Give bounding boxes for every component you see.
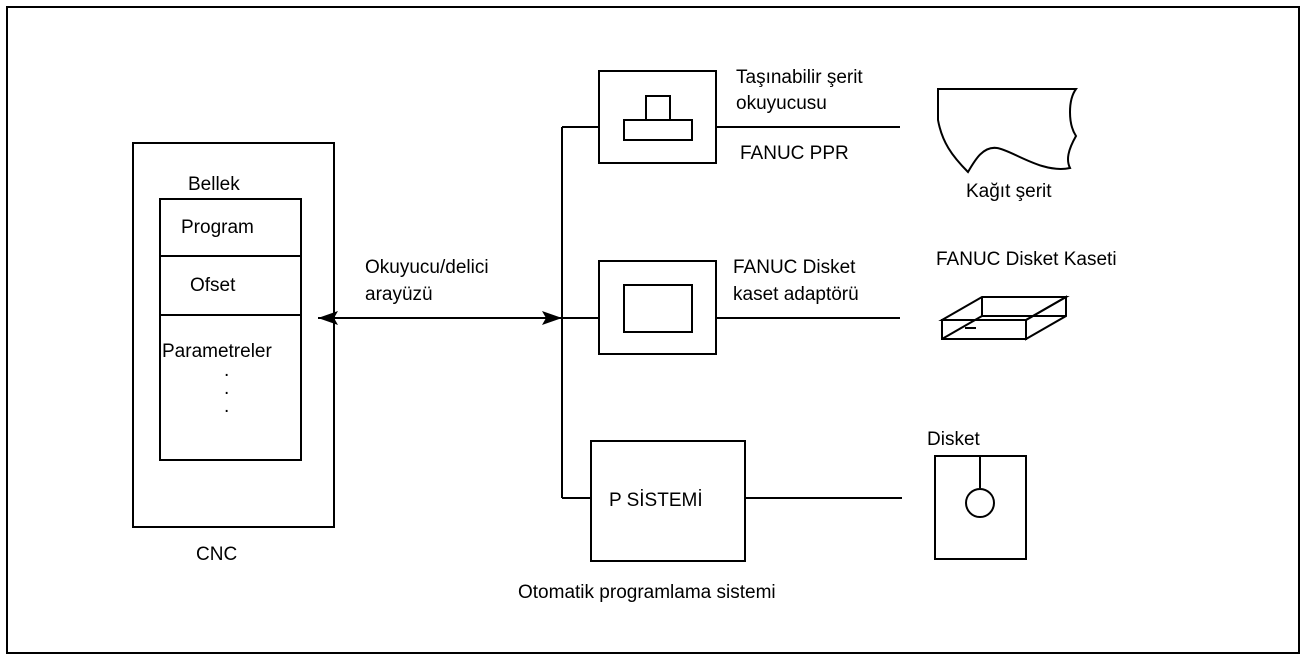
ellipsis-dot-3: . — [224, 396, 229, 417]
interface-arrow-right — [542, 311, 562, 325]
diagram-frame — [6, 6, 1300, 654]
floppy-adapter-box — [598, 260, 717, 355]
paper-tape-label: Kağıt şerit — [966, 181, 1052, 202]
tape-reader-title-line1: Taşınabilir şerit — [736, 67, 863, 88]
p-system-caption: Otomatik programlama sistemi — [518, 582, 776, 603]
ellipsis-dot-1: . — [224, 360, 229, 381]
cnc-label: CNC — [196, 544, 237, 565]
floppy-disk-hub — [965, 488, 995, 518]
memory-box — [159, 198, 302, 461]
tape-reader-box — [598, 70, 717, 164]
p-system-box — [590, 440, 746, 562]
tape-reader-title-line2: okuyucusu — [736, 93, 827, 114]
floppy-adapter-title-line2: kaset adaptörü — [733, 284, 859, 305]
floppy-adapter-title-line1: FANUC Disket — [733, 257, 856, 278]
parameters-label: Parametreler — [162, 341, 272, 362]
offset-label: Ofset — [190, 275, 236, 296]
floppy-adapter-screen — [623, 284, 693, 333]
tape-reader-model: FANUC PPR — [740, 143, 849, 164]
floppy-disk-label: Disket — [927, 429, 981, 450]
memory-label: Bellek — [188, 174, 240, 195]
p-system-label: P SİSTEMİ — [609, 490, 703, 511]
interface-label-line1: Okuyucu/delici — [365, 257, 489, 278]
tape-reader-icon-top — [645, 95, 671, 121]
interface-label-line2: arayüzü — [365, 284, 433, 305]
ellipsis-dot-2: . — [224, 378, 229, 399]
tape-reader-icon-base — [623, 119, 693, 141]
floppy-cassette-label: FANUC Disket Kaseti — [936, 249, 1117, 270]
floppy-cassette-icon — [938, 295, 1070, 341]
cnc-box — [132, 142, 335, 528]
interface-arrow-left — [318, 311, 338, 325]
program-label: Program — [181, 217, 254, 238]
paper-tape-icon — [937, 88, 1078, 174]
